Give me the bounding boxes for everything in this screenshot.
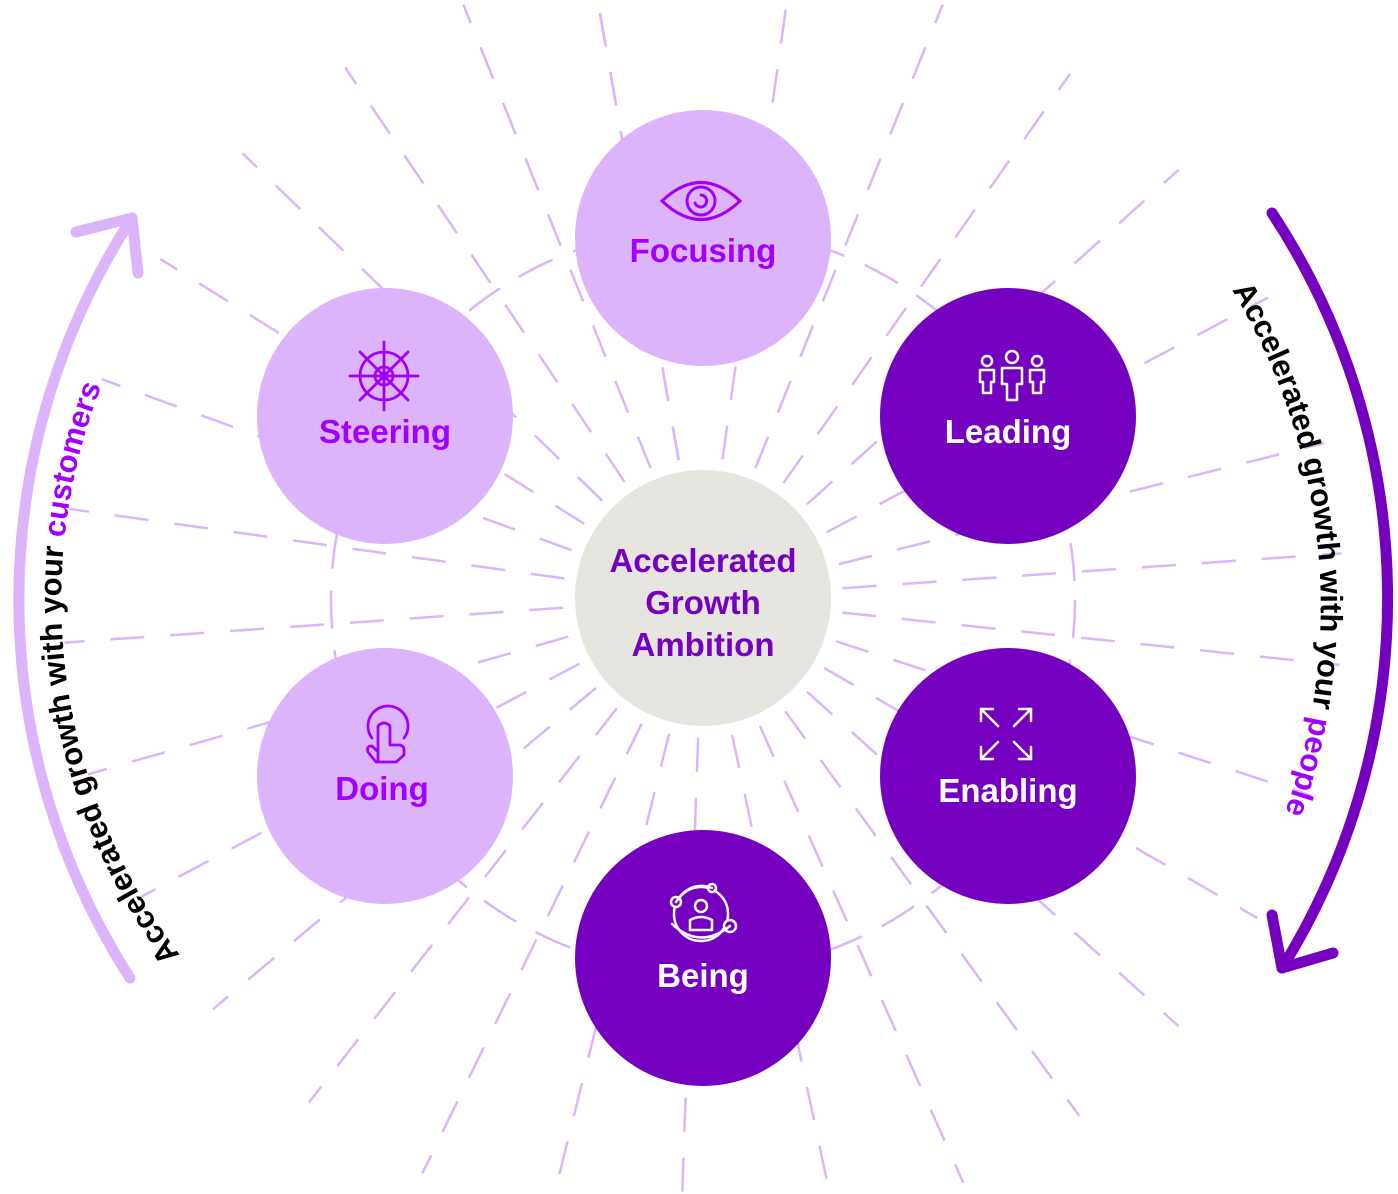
center-line-3: Ambition (632, 626, 775, 663)
node-focusing: Focusing (575, 110, 831, 366)
node-leading: Leading (880, 288, 1136, 544)
right-arc-prefix: Accelerated growth with your (1226, 276, 1349, 721)
center-line-1: Accelerated (609, 542, 796, 579)
pointer-hand-icon (366, 704, 410, 764)
radial-dash-line (344, 66, 626, 483)
node-doing: Doing (257, 648, 513, 904)
right-arc-highlight: people (1278, 715, 1338, 822)
radial-dash-line (69, 507, 565, 580)
node-label-leading: Leading (945, 413, 1072, 450)
radial-dash-line (842, 611, 1340, 667)
radial-dash-line (308, 707, 618, 1104)
radial-dash-line (64, 606, 564, 644)
node-label-steering: Steering (319, 413, 451, 450)
node-label-doing: Doing (335, 770, 428, 807)
node-label-focusing: Focusing (630, 232, 777, 269)
center-node: Accelerated Growth Ambition (575, 470, 831, 726)
left-arc-caption: Accelerated growth with your customers (33, 376, 185, 971)
person-network-icon (669, 882, 738, 943)
right-arc-caption: Accelerated growth with your people (1226, 276, 1349, 822)
node-label-enabling: Enabling (938, 772, 1077, 809)
people-group-icon (978, 349, 1046, 402)
eye-icon (659, 181, 743, 221)
radial-dash-line (782, 72, 1072, 485)
radial-dash-line (758, 725, 965, 1184)
right-curved-arrow (1266, 207, 1394, 974)
radial-dash-line (421, 723, 643, 1174)
node-steering: Steering (257, 288, 513, 544)
node-enabling: Enabling (880, 648, 1136, 904)
node-label-being: Being (657, 957, 749, 994)
ship-wheel-icon (348, 340, 420, 412)
left-curved-arrow (13, 212, 144, 984)
radial-dash-line (754, 4, 944, 469)
expand-arrows-icon (979, 707, 1033, 761)
radial-dash-line (842, 552, 1342, 590)
radial-dash-line (462, 4, 652, 469)
center-line-2: Growth (645, 584, 760, 621)
radial-dash-line (784, 710, 1081, 1117)
node-being: Being (575, 830, 831, 1086)
